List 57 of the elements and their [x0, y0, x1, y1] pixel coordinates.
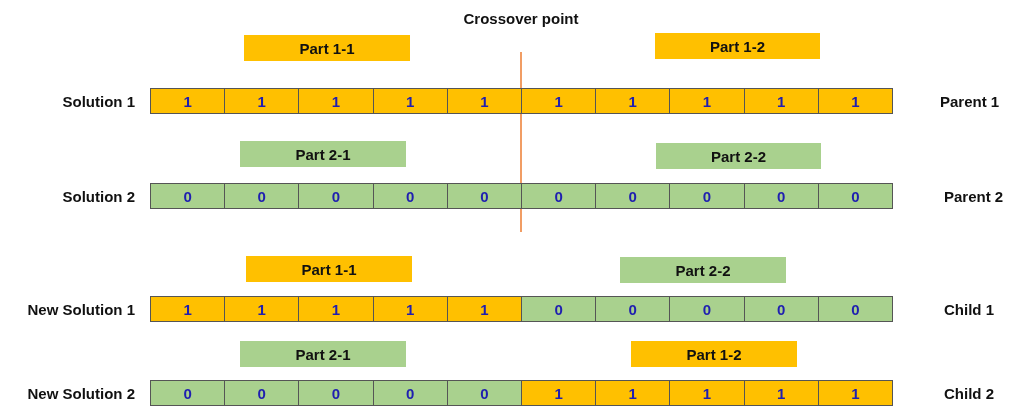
gene-cell: 1: [595, 88, 671, 114]
gene-cell: 0: [595, 183, 671, 209]
gene-cell: 0: [817, 183, 893, 209]
gene-cell: 0: [298, 183, 374, 209]
gene-cell: 1: [595, 380, 671, 406]
gene-cell: 0: [743, 183, 819, 209]
gene-cell: 0: [372, 183, 448, 209]
gene-cell: 1: [372, 88, 448, 114]
row-label: New Solution 1: [27, 299, 135, 319]
row-label: Child 2: [944, 383, 994, 403]
gene-cell: 1: [817, 88, 893, 114]
part-bar: Part 2-2: [620, 257, 786, 283]
gene-cell: 1: [743, 380, 819, 406]
row-label: Child 1: [944, 299, 994, 319]
part-bar: Part 2-2: [656, 143, 821, 169]
part-bar: Part 2-1: [240, 141, 406, 167]
gene-cell: 0: [743, 296, 819, 322]
part-bar: Part 2-1: [240, 341, 406, 367]
gene-cell: 1: [150, 296, 226, 322]
gene-cell: 1: [669, 380, 745, 406]
gene-cell: 0: [224, 380, 300, 406]
gene-cell: 1: [150, 88, 226, 114]
gene-cell: 0: [150, 183, 226, 209]
part-bar: Part 1-1: [246, 256, 412, 282]
gene-cell: 1: [669, 88, 745, 114]
row-label: Solution 1: [62, 91, 135, 111]
gene-cell: 1: [298, 88, 374, 114]
gene-cell: 1: [298, 296, 374, 322]
gene-cell: 1: [521, 380, 597, 406]
row-label: Solution 2: [62, 186, 135, 206]
crossover-label: Crossover point: [462, 8, 580, 28]
gene-cell: 1: [446, 296, 522, 322]
gene-cell: 0: [150, 380, 226, 406]
part-bar: Part 1-1: [244, 35, 410, 61]
part-bar: Part 1-2: [631, 341, 797, 367]
gene-cell: 0: [669, 183, 745, 209]
gene-cell: 0: [446, 183, 522, 209]
gene-cell: 1: [817, 380, 893, 406]
gene-cell: 1: [446, 88, 522, 114]
gene-cell: 0: [521, 296, 597, 322]
row-label: New Solution 2: [27, 383, 135, 403]
gene-cell: 0: [817, 296, 893, 322]
gene-cell: 1: [521, 88, 597, 114]
gene-cell: 1: [743, 88, 819, 114]
gene-cell: 0: [372, 380, 448, 406]
gene-cell: 0: [521, 183, 597, 209]
part-bar: Part 1-2: [655, 33, 820, 59]
gene-cell: 0: [224, 183, 300, 209]
gene-cell: 0: [595, 296, 671, 322]
gene-cell: 1: [224, 88, 300, 114]
row-label: Parent 2: [944, 186, 1004, 206]
gene-cell: 0: [446, 380, 522, 406]
gene-cell: 0: [669, 296, 745, 322]
row-label: Parent 1: [940, 91, 1000, 111]
gene-cell: 1: [372, 296, 448, 322]
gene-cell: 0: [298, 380, 374, 406]
gene-cell: 1: [224, 296, 300, 322]
